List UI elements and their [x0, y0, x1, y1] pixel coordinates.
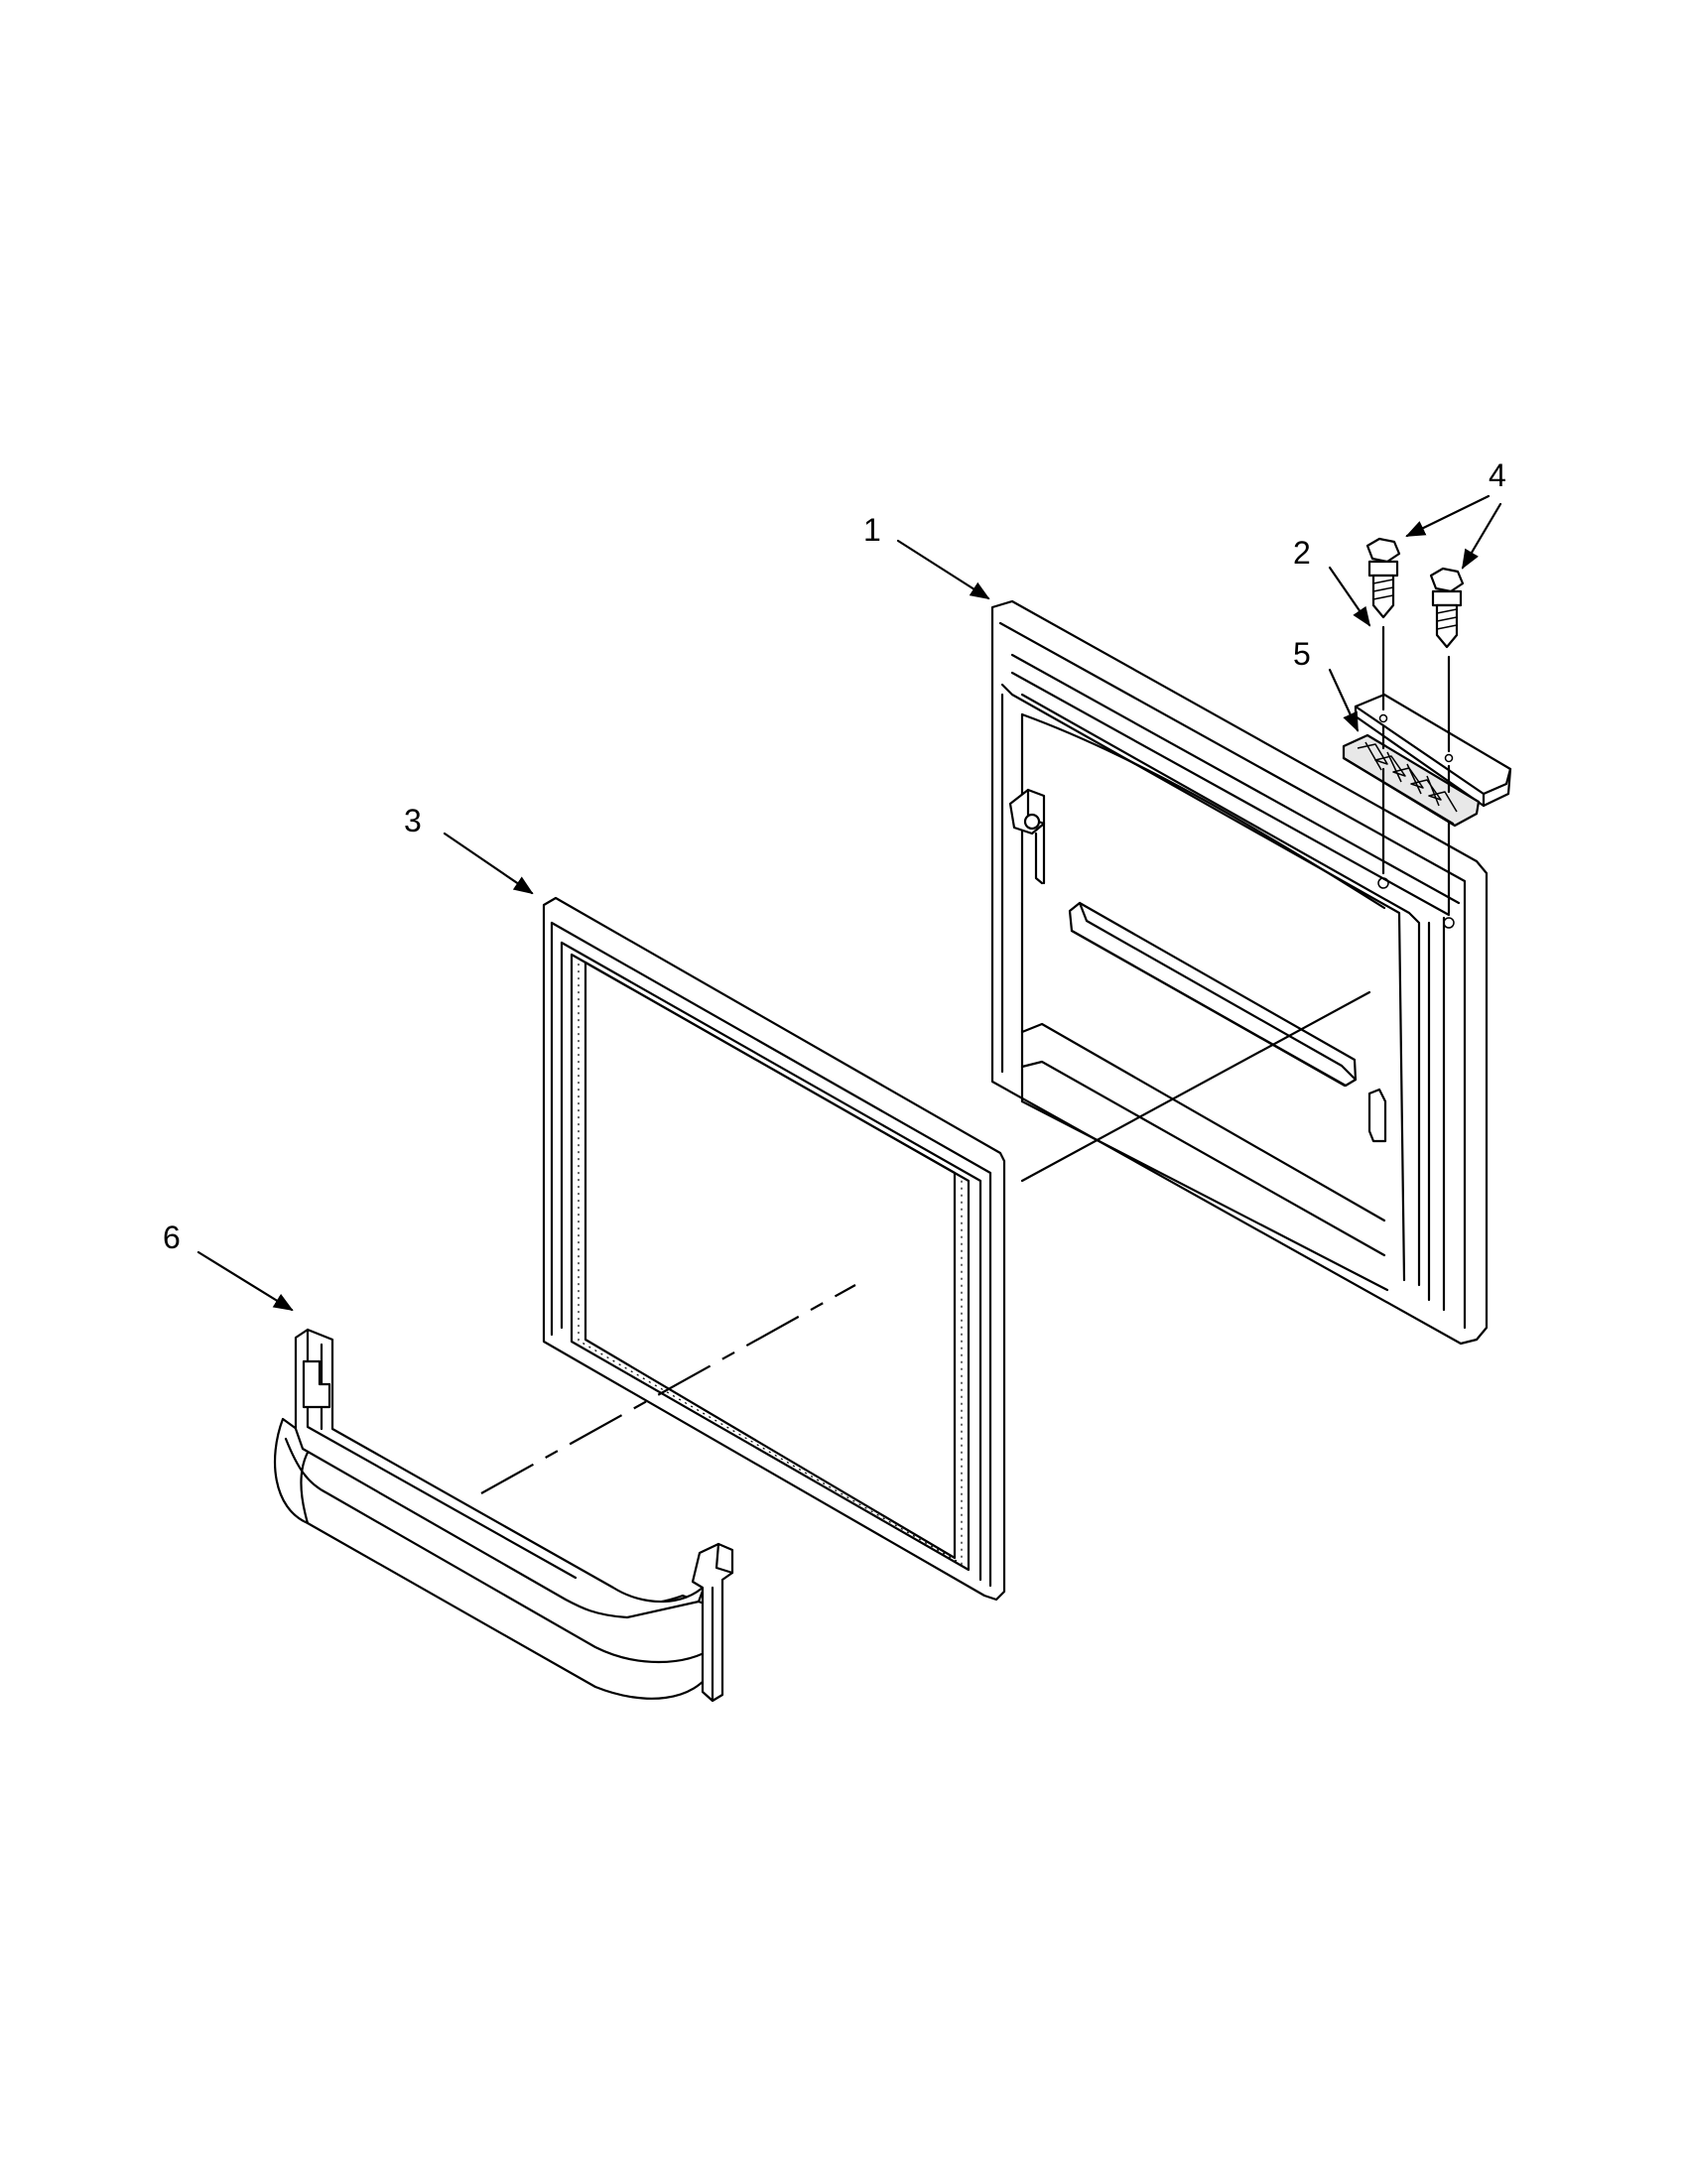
callout-4: 4	[1489, 457, 1506, 493]
part-vent-grille	[1342, 733, 1481, 828]
part-cover-plate	[1354, 693, 1512, 808]
part-door	[990, 599, 1489, 1346]
leader-arrow-4a	[1405, 494, 1491, 538]
part-door-shelf	[273, 1328, 734, 1703]
callout-3: 3	[404, 803, 422, 838]
part-gasket	[542, 896, 1006, 1602]
part-screw-right	[1429, 567, 1465, 649]
leader-arrow-5	[1328, 668, 1360, 732]
callout-6: 6	[163, 1220, 181, 1255]
callout-2: 2	[1293, 535, 1311, 571]
part-screw-left	[1365, 537, 1401, 619]
leader-arrow-6	[196, 1250, 294, 1312]
leader-arrow-4b	[1461, 502, 1502, 570]
callout-5: 5	[1293, 636, 1311, 672]
assembly-lines	[480, 625, 1455, 1494]
leader-arrow-2	[1328, 566, 1371, 627]
callouts: 1 2 3 4 5 6	[163, 457, 1506, 1312]
callout-1: 1	[863, 512, 881, 548]
leader-arrow-3	[443, 832, 534, 895]
leader-arrow-1	[896, 539, 990, 600]
